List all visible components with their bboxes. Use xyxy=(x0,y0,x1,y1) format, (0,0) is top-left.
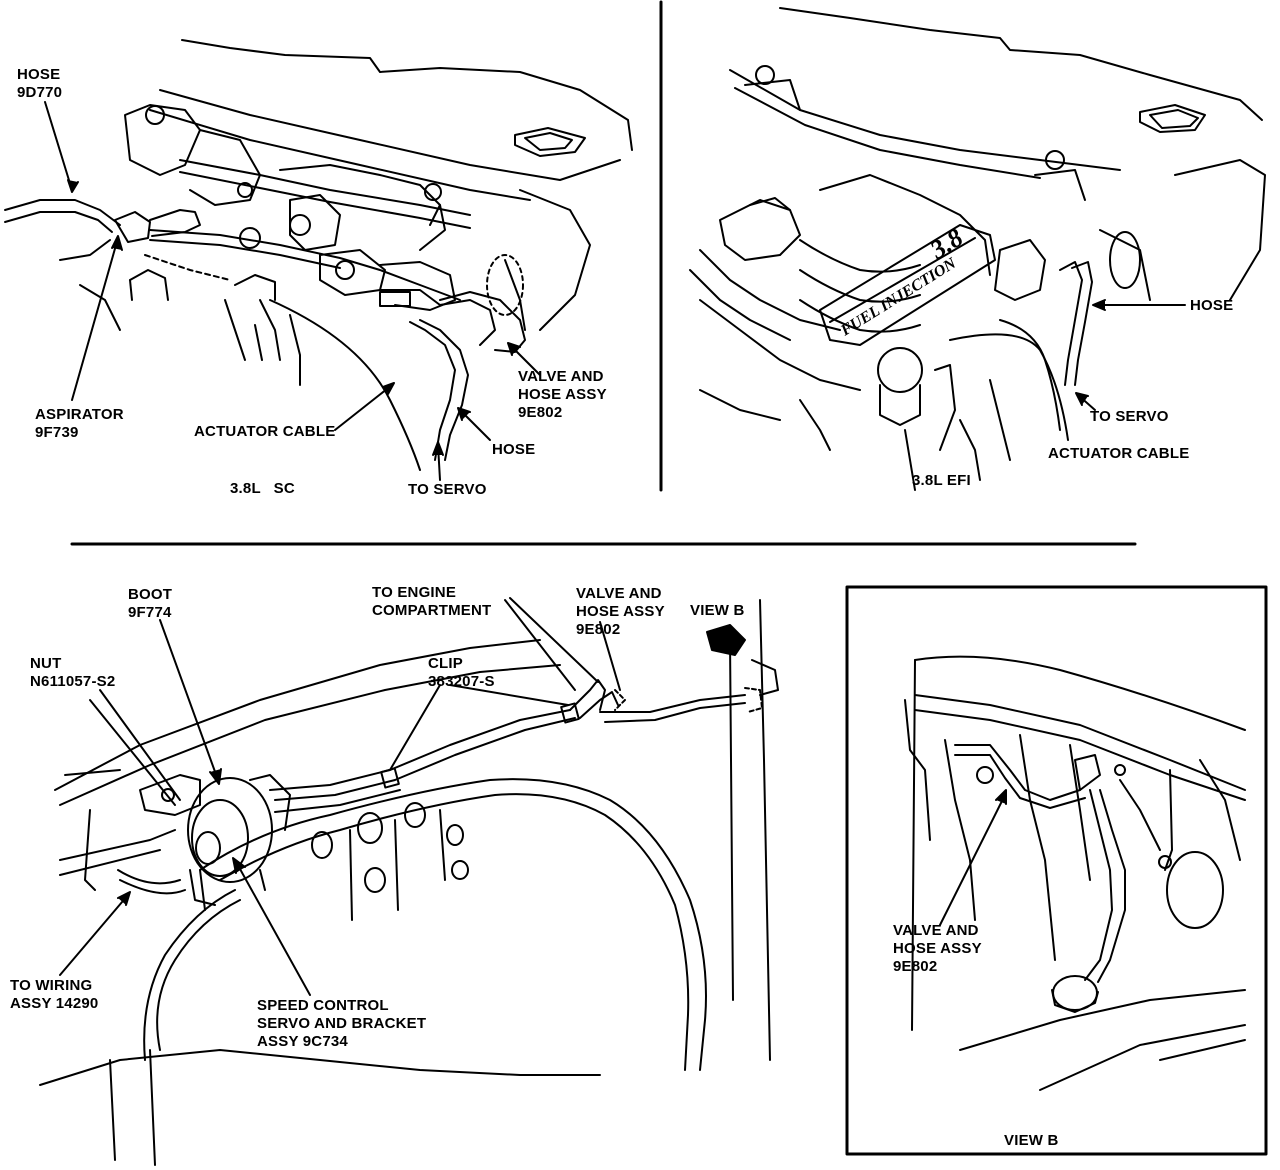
label-to-servo-efi: TO SERVO xyxy=(1090,408,1169,425)
sc-leader-lines xyxy=(44,101,541,481)
efi-engine-drawing xyxy=(689,7,1266,491)
fender-leader-lines xyxy=(59,597,746,996)
label-engine-efi: 3.8L EFI xyxy=(912,472,971,489)
label-engine-sc: 3.8L SC xyxy=(230,480,295,497)
fender-drawing xyxy=(39,599,779,1166)
label-actuator-cable-efi: ACTUATOR CABLE xyxy=(1048,445,1190,462)
label-hose-efi: HOSE xyxy=(1190,297,1234,314)
label-actuator-cable-sc: ACTUATOR CABLE xyxy=(194,423,336,440)
panel-dividers xyxy=(70,0,1268,1156)
label-view-b-caption: VIEW B xyxy=(1004,1132,1059,1149)
label-view-b-arrow: VIEW B xyxy=(690,602,745,619)
label-to-servo-sc: TO SERVO xyxy=(408,481,487,498)
view-b-drawing xyxy=(904,655,1246,1091)
sc-engine-drawing xyxy=(4,39,633,471)
label-hose-sc: HOSE xyxy=(492,441,536,458)
efi-leader-lines xyxy=(1075,299,1186,411)
